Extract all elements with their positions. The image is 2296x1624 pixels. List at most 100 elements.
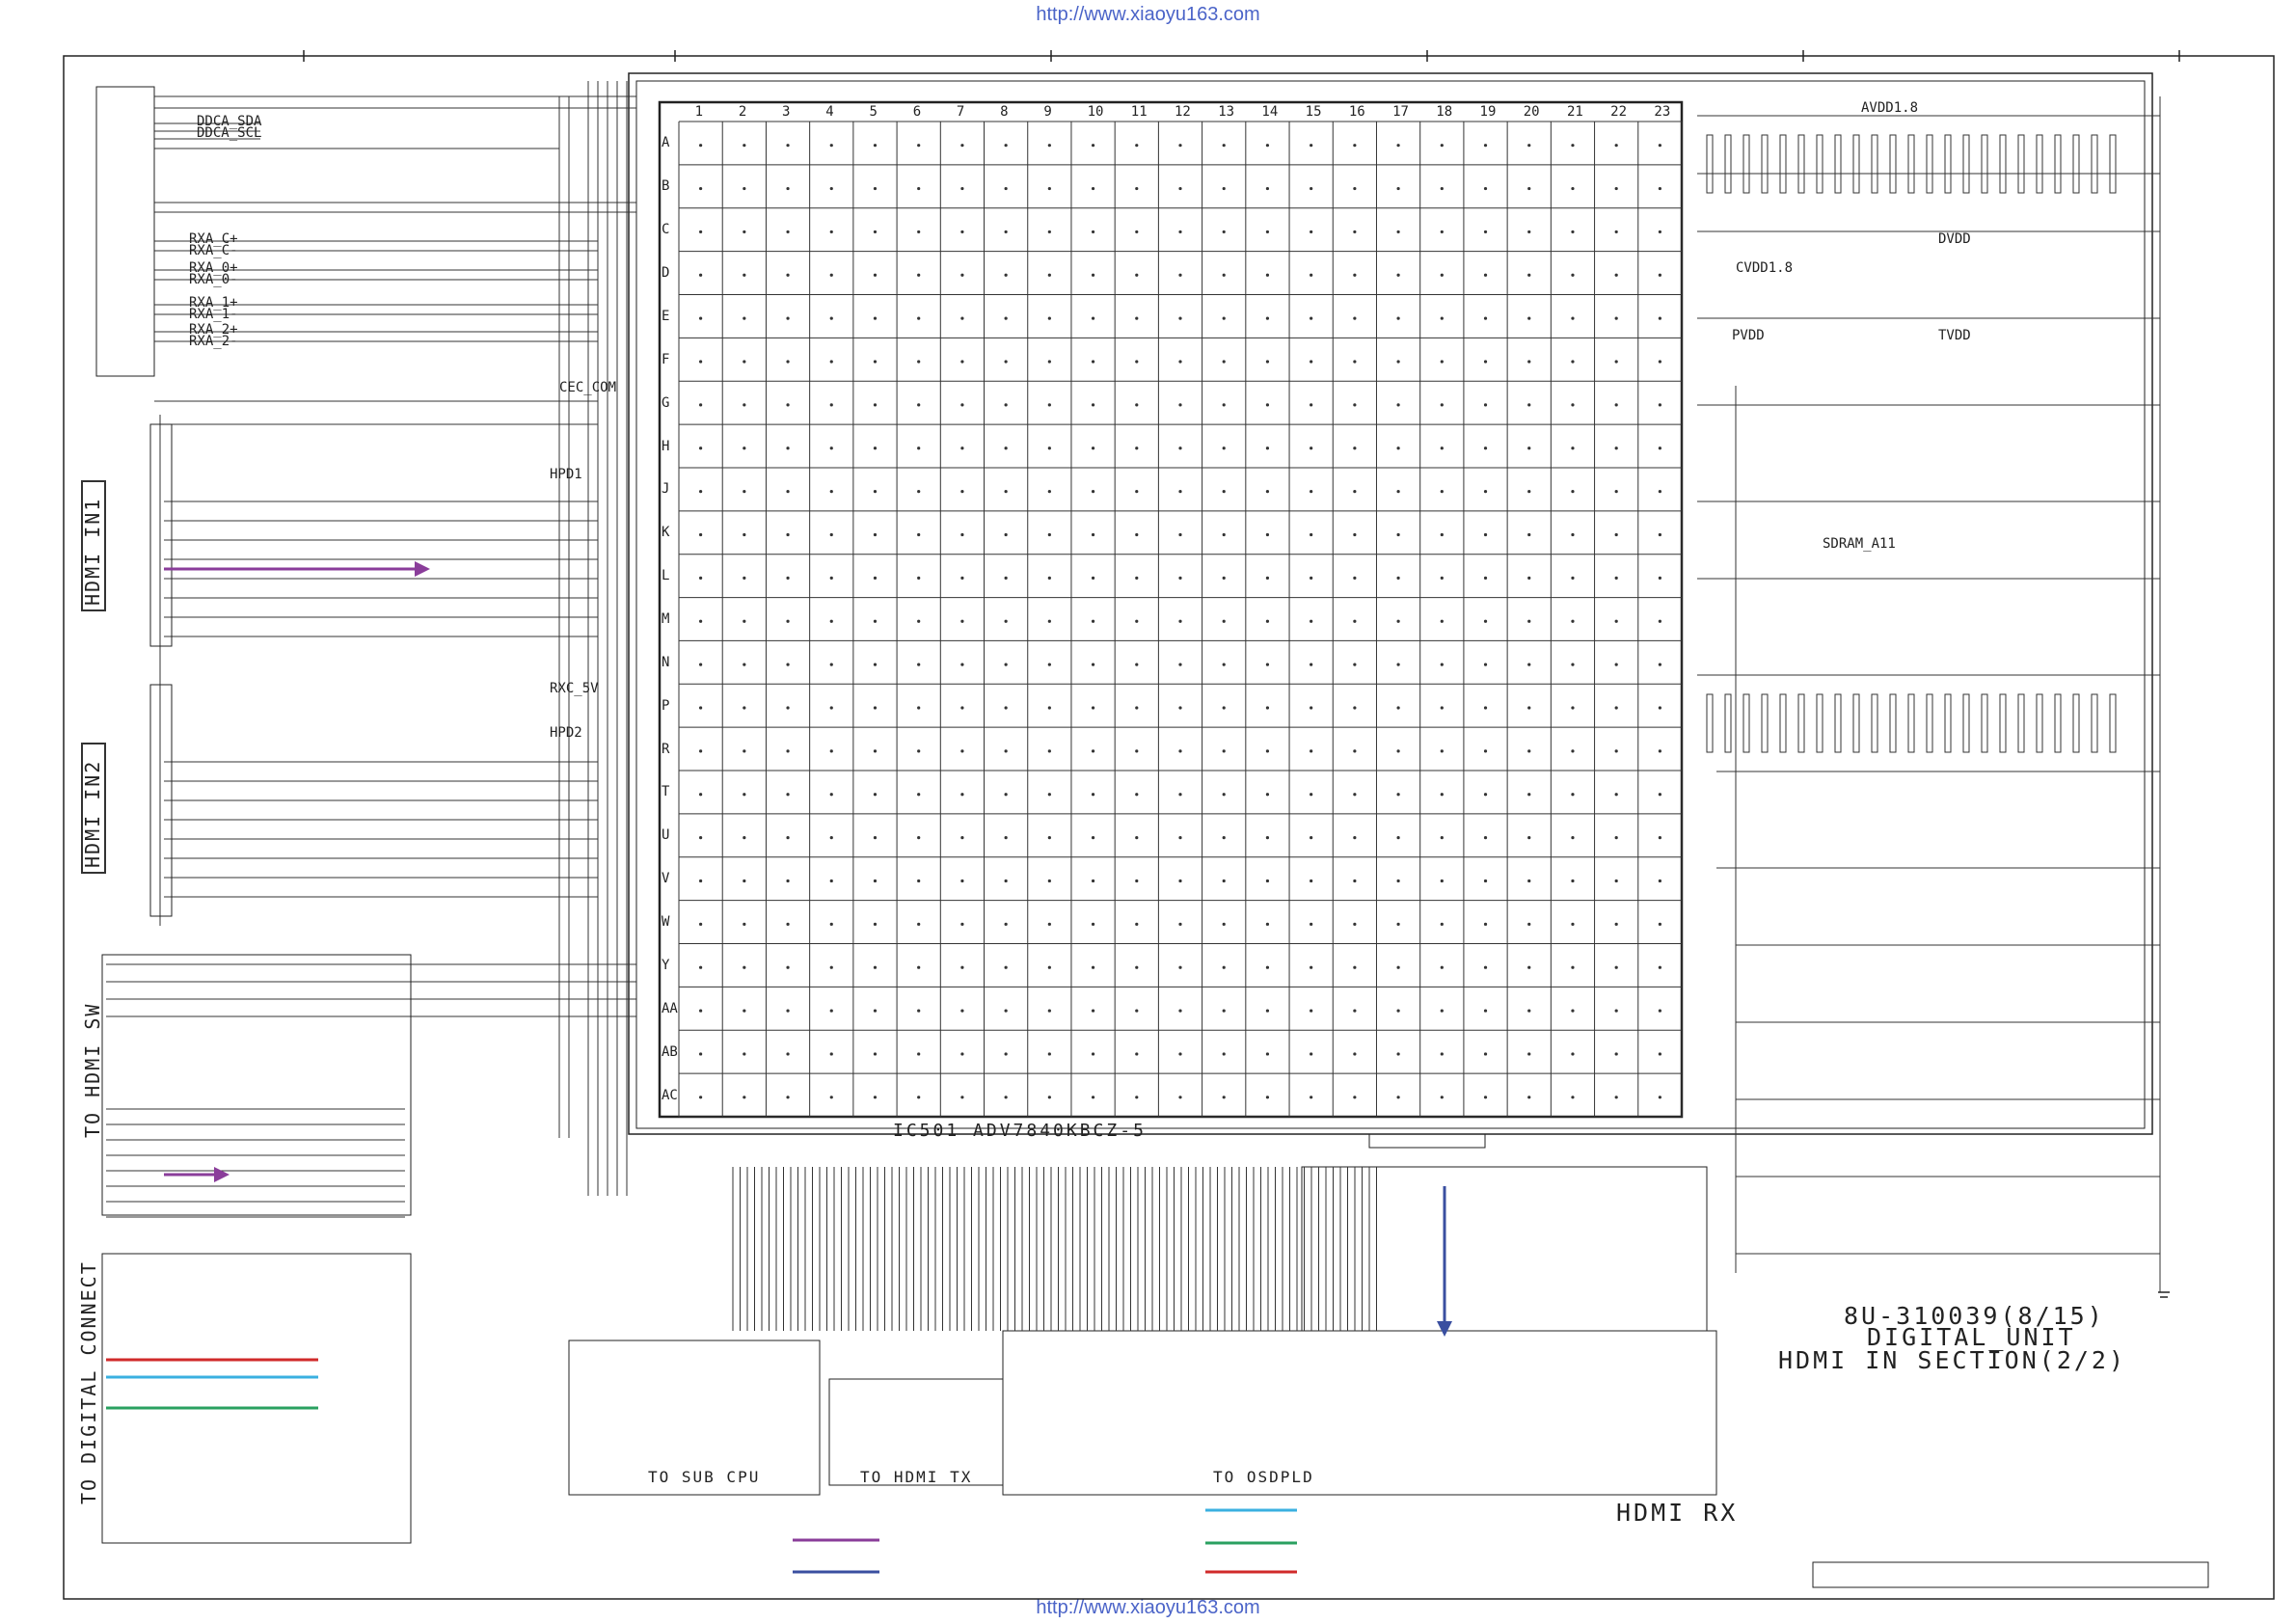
bga-pin [1222,230,1226,234]
bga-pin [1047,273,1051,277]
bga-pin [1004,965,1008,969]
component-array [1706,134,1714,194]
component-array [1742,693,1750,753]
bga-pin [1222,403,1226,407]
bga-pin [1396,490,1400,494]
bga-row-label: P [662,697,670,714]
bga-pin [1265,186,1270,191]
bga-pin [743,1009,746,1013]
bga-pin [1658,316,1661,320]
bga-pin [743,447,746,450]
bga-pin [873,619,878,623]
to-sub-cpu-label: TO SUB CPU [648,1468,761,1486]
bga-pin [1658,230,1661,234]
component-array [1944,693,1952,753]
bga-pin [699,879,703,883]
bga-pin [829,230,833,234]
bga-pin [786,965,790,969]
component-array [1761,134,1769,194]
bga-pin [743,1052,746,1056]
bga-pin [1353,447,1357,450]
bga-pin [1396,965,1400,969]
bga-pin [829,316,833,320]
bga-pin [1222,793,1226,797]
bga-pin [1047,230,1051,234]
bga-row-label: Y [662,957,670,973]
bga-pin [1440,576,1444,580]
bga-column-label: 3 [782,104,791,120]
bga-pin [1396,360,1400,364]
bga-pin [1483,576,1488,580]
bga-pin [1310,532,1313,537]
to-hdmi-tx-label: TO HDMI TX [860,1468,973,1486]
bga-pin [1004,663,1008,666]
bga-pin [917,316,921,320]
bga-pin [1527,1052,1531,1056]
bga-pin [1396,316,1400,320]
bga-pin [829,403,833,407]
net-label: CEC_COM [559,380,617,395]
bga-pin [1135,273,1139,277]
bga-pin [1483,922,1488,926]
component-array [1907,693,1915,753]
bga-pin [960,360,964,364]
component-array [1852,693,1860,753]
bga-pin [1310,835,1313,840]
bga-pin [917,576,921,580]
component-array [2054,134,2062,194]
bga-pin [1047,360,1051,364]
bga-pin [1440,230,1444,234]
bga-pin [1265,922,1270,926]
bga-pin [1004,1052,1008,1056]
bga-pin [1004,1009,1008,1013]
component-array [1852,134,1860,194]
bga-pin [1047,793,1051,797]
bga-pin [1004,576,1008,580]
bga-pin [1178,663,1182,666]
bga-pin [829,749,833,753]
bga-pin [1178,490,1182,494]
bga-pin [1135,144,1139,148]
bga-pin [1614,663,1618,666]
bga-pin [786,619,790,623]
bga-row-label: K [662,525,670,541]
bga-pin [1004,706,1008,710]
bga-column-label: 6 [912,104,922,120]
bga-pin [917,186,921,191]
hdmi-in2-label: HDMI IN2 [81,759,104,868]
bga-pin [1310,619,1313,623]
bga-pin [1222,532,1226,537]
component-array [2109,693,2117,753]
bga-pin [1440,144,1444,148]
bga-pin [1004,793,1008,797]
bga-pin [1265,619,1270,623]
bga-pin [960,490,964,494]
bga-pin [1178,576,1182,580]
bga-pin [1178,1052,1182,1056]
bga-pin [917,835,921,840]
bga-pin [1614,706,1618,710]
bga-column-label: 23 [1654,104,1671,120]
bga-pin [1527,879,1531,883]
bga-pin [1440,316,1444,320]
bga-pin [1353,532,1357,537]
footer-url[interactable]: http://www.xiaoyu163.com [1036,1597,1260,1618]
bga-pin [1310,879,1313,883]
bga-pin [1353,576,1357,580]
bga-pin [1527,793,1531,797]
bga-pin [917,403,921,407]
bga-pin [1353,835,1357,840]
hdmi-in1-label: HDMI IN1 [81,497,104,606]
bga-pin [1222,490,1226,494]
header-url[interactable]: http://www.xiaoyu163.com [1036,4,1260,25]
bga-pin [1222,706,1226,710]
bga-pin [1047,447,1051,450]
bga-pin [960,1096,964,1099]
bga-pin [786,144,790,148]
bga-pin [1440,403,1444,407]
bga-pin [1178,230,1182,234]
bga-pin [1265,793,1270,797]
bga-column-label: 21 [1566,104,1583,120]
bga-pin [1658,749,1661,753]
bga-pin [1658,447,1661,450]
